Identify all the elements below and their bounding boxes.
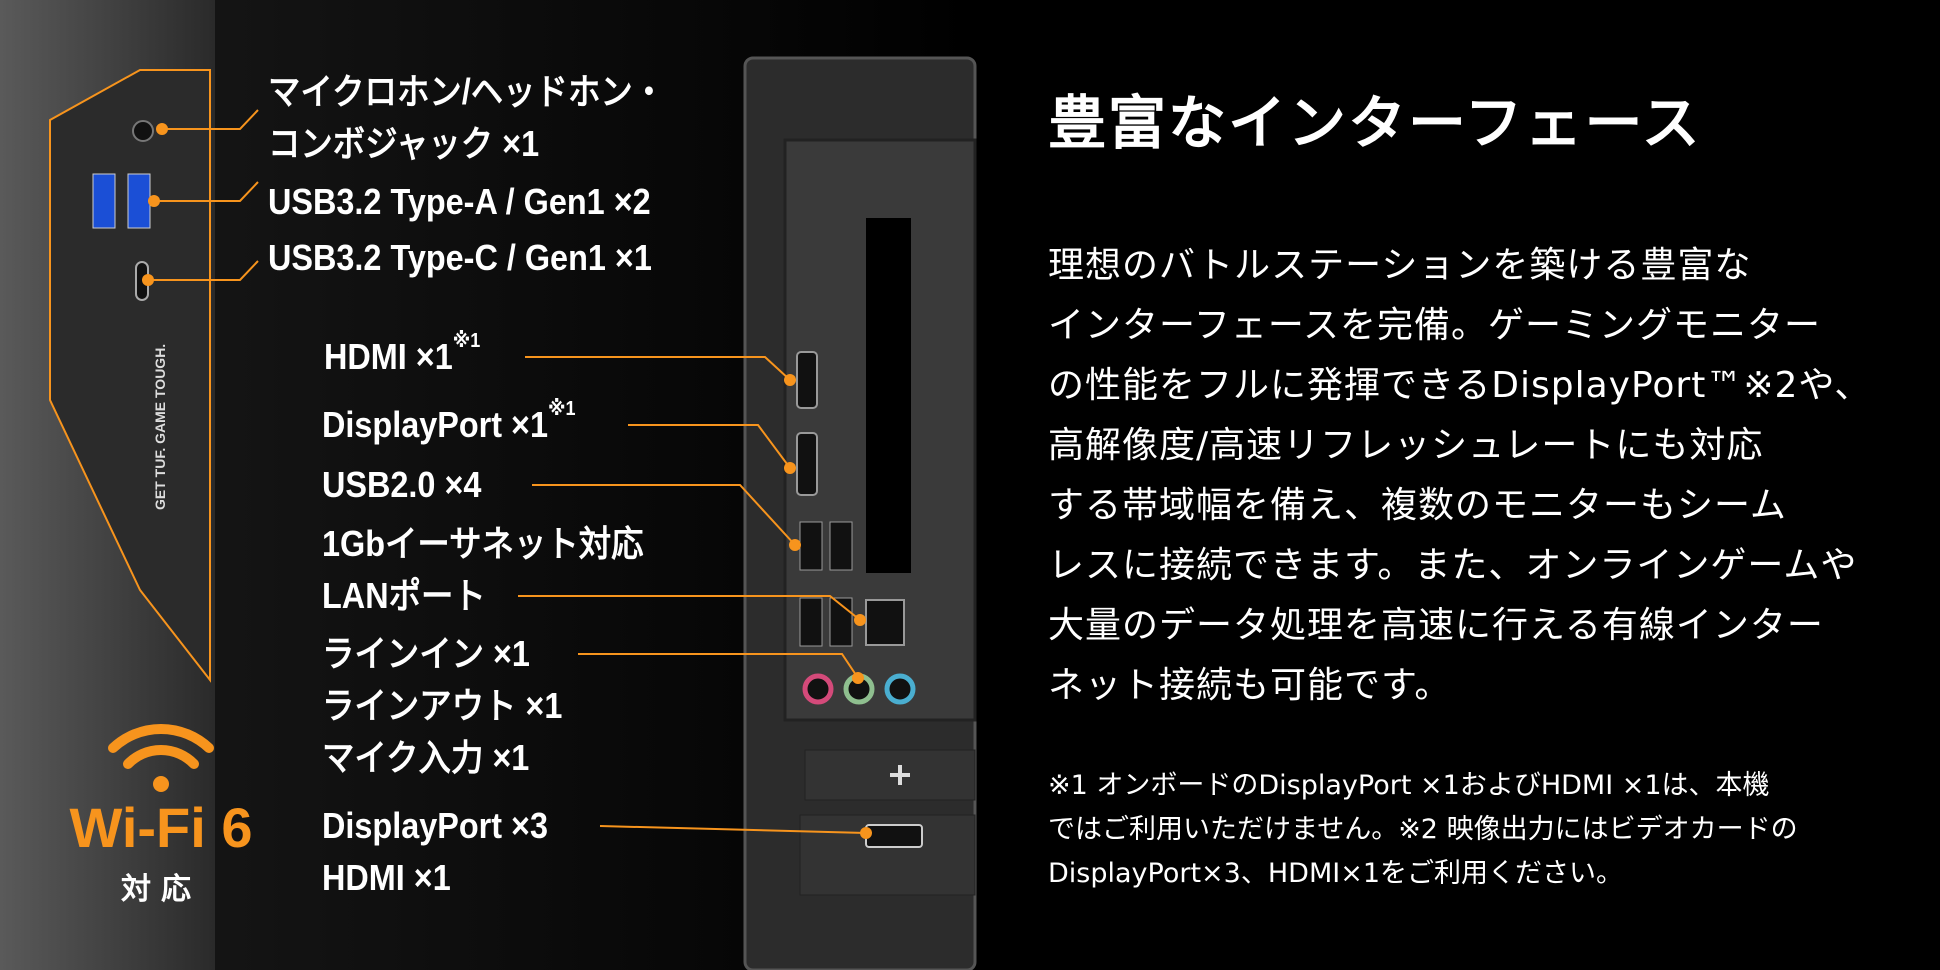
description-line: レスに接続できます。また、オンラインゲームや	[1048, 545, 1858, 586]
wifi-subtitle: 対応	[121, 872, 201, 907]
combo-jack-label: マイクロホン/ヘッドホン・コンボジャック ×1	[268, 71, 666, 164]
usb2-port-icon	[799, 521, 823, 571]
leader-dots	[142, 123, 872, 839]
plus-icon	[890, 765, 910, 785]
footnote-line: ※1 オンボードのDisplayPort ×1およびHDMI ×1は、本機	[1048, 770, 1770, 801]
description-line: 理想のバトルステーションを築ける豊富な	[1048, 245, 1752, 286]
mic-in-jack-icon	[802, 673, 834, 705]
usb2-port-icon	[829, 521, 853, 571]
description-line: 大量のデータ処理を高速に行える有線インター	[1048, 605, 1824, 646]
hdmi-port-icon	[796, 351, 818, 409]
description-line: インターフェースを完備。ゲーミングモニター	[1048, 305, 1822, 346]
description-line: 高解像度/高速リフレッシュレートにも対応	[1048, 425, 1764, 466]
displayport-label: DisplayPort ×1※1	[322, 398, 576, 445]
wifi-title: Wi-Fi 6	[69, 796, 253, 859]
usb-c-label: USB3.2 Type-C / Gen1 ×1	[268, 237, 652, 278]
footnote-line: DisplayPort×3、HDMI×1をご利用ください。	[1048, 858, 1624, 889]
vent-grille	[866, 218, 911, 573]
rear-case-panel	[743, 56, 977, 970]
footnote: ※1 オンボードのDisplayPort ×1およびHDMI ×1は、本機 では…	[1048, 764, 1798, 896]
displayport-icon	[796, 432, 818, 496]
usb-a-label: USB3.2 Type-A / Gen1 ×2	[268, 181, 651, 222]
gpu-hdmi-port-icon	[865, 824, 923, 848]
usb-a-port-icon	[92, 173, 116, 229]
description-line: ネット接続も可能です。	[1048, 665, 1452, 706]
description-line: する帯域幅を備え、複数のモニターもシーム	[1048, 485, 1787, 526]
usb2-label: USB2.0 ×4	[322, 464, 482, 505]
description: 理想のバトルステーションを築ける豊富な インターフェースを完備。ゲーミングモニタ…	[1048, 236, 1908, 716]
wifi-icon	[108, 723, 214, 792]
usb-a-port-icon	[127, 173, 151, 229]
lan-port-icon	[865, 599, 905, 646]
page-title: 豊富なインターフェース	[1048, 89, 1702, 157]
description-line: の性能をフルに発揮できるDisplayPort™※2や、	[1048, 365, 1872, 406]
usb2-port-icon	[799, 597, 823, 647]
hdmi-label: HDMI ×1※1	[324, 330, 481, 377]
audio-jack-icon	[132, 120, 154, 142]
leader-lines	[148, 109, 867, 834]
case-slogan: GET TUF. GAME TOUGH.	[152, 344, 168, 510]
footnote-line: ではご利用いただけません。※2 映像出力にはビデオカードの	[1048, 814, 1798, 845]
line-in-jack-icon	[884, 673, 916, 705]
